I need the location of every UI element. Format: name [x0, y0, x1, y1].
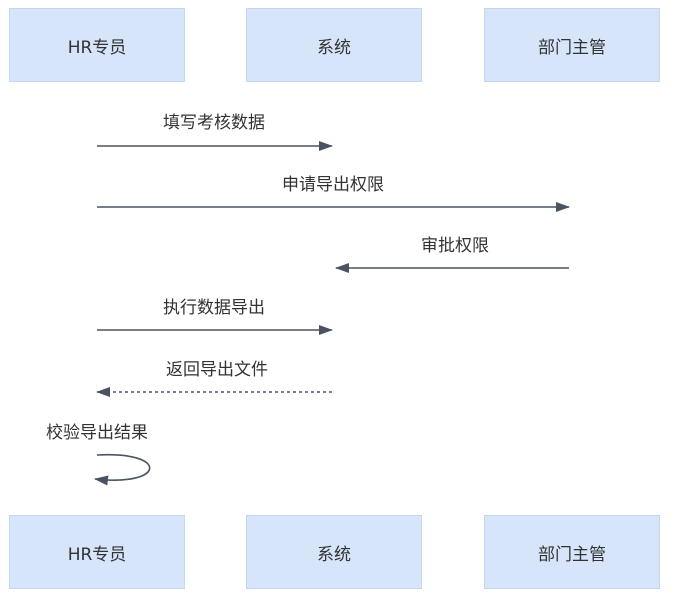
message-label: 校验导出结果 — [46, 423, 148, 443]
message-label: 填写考核数据 — [163, 113, 265, 133]
message-label: 返回导出文件 — [166, 360, 268, 380]
message-label: 审批权限 — [421, 236, 489, 256]
message-label: 申请导出权限 — [282, 175, 384, 195]
participant-system-bottom: 系统 — [246, 515, 422, 589]
participant-hr-top: HR专员 — [9, 8, 185, 82]
participant-hr-bottom: HR专员 — [9, 515, 185, 589]
participant-manager-bottom: 部门主管 — [484, 515, 660, 589]
participant-system-top: 系统 — [246, 8, 422, 82]
participant-label: 部门主管 — [538, 544, 606, 565]
participant-manager-top: 部门主管 — [484, 8, 660, 82]
participant-label: HR专员 — [67, 544, 127, 565]
participant-label: 系统 — [317, 544, 351, 565]
self-loop-arrow — [94, 453, 151, 486]
participant-label: 部门主管 — [538, 37, 606, 58]
participant-label: 系统 — [317, 37, 351, 58]
message-label: 执行数据导出 — [163, 298, 265, 318]
participant-label: HR专员 — [67, 37, 127, 58]
